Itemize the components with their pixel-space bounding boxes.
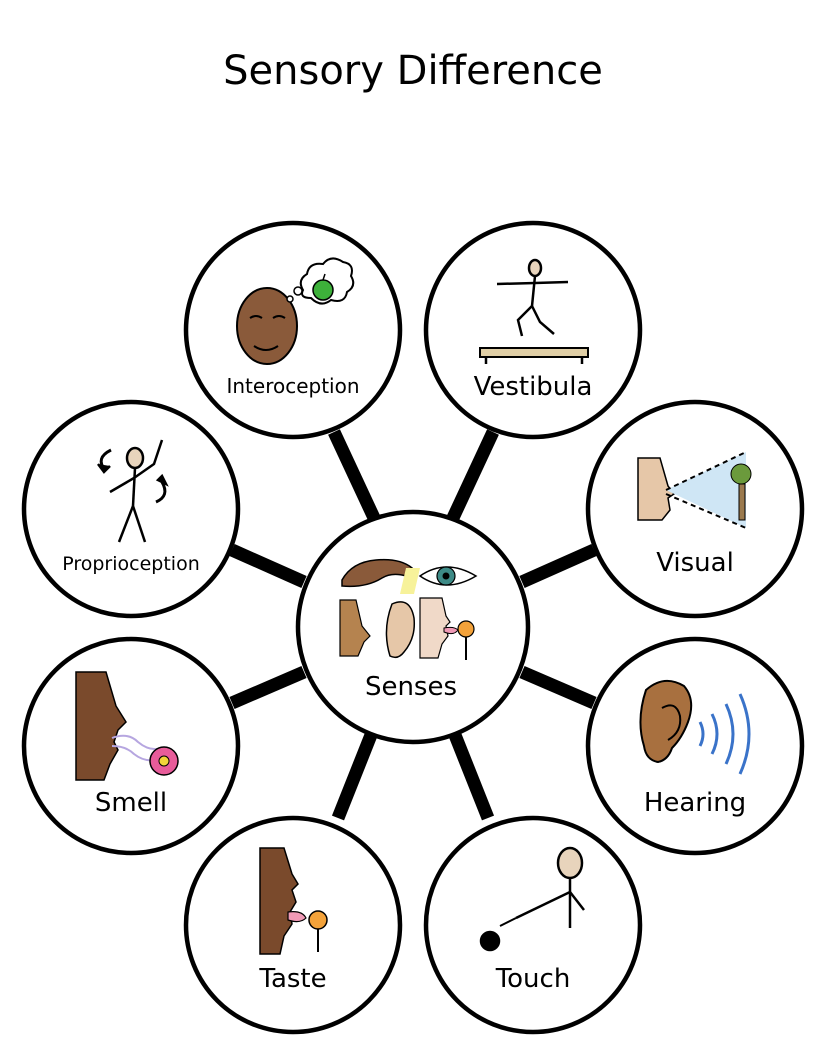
ear-sound-icon	[639, 679, 751, 775]
connector-touch	[448, 732, 495, 821]
label-smell: Smell	[95, 788, 167, 818]
connector-smell	[229, 666, 307, 709]
node-taste: Taste	[183, 815, 403, 1035]
tongue-lollipop-icon	[259, 847, 328, 955]
node-visual: Visual	[585, 399, 805, 619]
label-senses: Senses	[365, 672, 457, 702]
label-proprioception: Proprioception	[62, 553, 200, 575]
node-hearing-circle	[585, 636, 805, 856]
node-visual-circle	[585, 399, 805, 619]
node-vestibula-circle	[423, 220, 643, 440]
node-touch-circle	[423, 815, 643, 1035]
node-smell-circle	[21, 636, 241, 856]
connector-vestibula	[446, 429, 499, 523]
label-hearing: Hearing	[644, 788, 746, 818]
body-movement-icon	[97, 439, 169, 543]
hand-touching-icon	[479, 846, 585, 952]
connector-hearing	[519, 666, 597, 709]
node-interoception: Interoception	[183, 220, 403, 440]
label-taste: Taste	[258, 964, 326, 994]
senses-collage-icon	[339, 558, 478, 660]
connector-interoception	[328, 429, 381, 523]
node-smell: Smell	[21, 636, 241, 856]
connector-taste	[331, 732, 378, 821]
connector-lines	[229, 429, 597, 821]
node-vestibula: Vestibula	[423, 220, 643, 440]
node-touch: Touch	[423, 815, 643, 1035]
thinking-face-icon	[236, 257, 355, 365]
nose-flower-icon	[75, 671, 179, 781]
node-senses-center: Senses	[295, 509, 531, 745]
diagram-title: Sensory Difference	[223, 48, 603, 94]
connector-proprioception	[229, 544, 307, 588]
label-vestibula: Vestibula	[474, 372, 593, 402]
label-visual: Visual	[656, 548, 734, 578]
node-taste-circle	[183, 815, 403, 1035]
connector-visual	[519, 544, 597, 588]
eye-looking-icon	[637, 451, 752, 529]
node-proprioception: Proprioception	[21, 399, 241, 619]
node-hearing: Hearing	[585, 636, 805, 856]
label-touch: Touch	[495, 964, 571, 994]
label-interoception: Interoception	[226, 374, 359, 398]
balance-beam-icon	[479, 258, 589, 364]
